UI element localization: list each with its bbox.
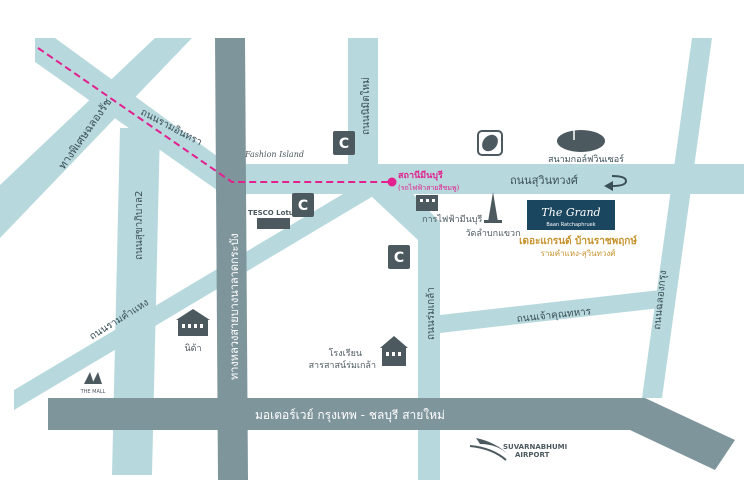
- power-office-label: การไฟฟ้ามีนบุรี: [422, 214, 482, 225]
- temple-label: วัดลำบกแขวก: [465, 228, 520, 239]
- road-bangna-vertical: [215, 38, 248, 480]
- nida-label: นิด้า: [184, 343, 201, 354]
- roads-dark: [48, 38, 735, 480]
- road-suwinthawong: [236, 164, 744, 194]
- road-ramkhamhaeng: [14, 172, 380, 410]
- station-dot: [387, 177, 397, 187]
- road-ramintra: [35, 38, 236, 195]
- u-turn-arrow-icon: [604, 175, 628, 191]
- airport-swoosh-icon: [469, 438, 510, 461]
- label-bangna: ทางหลวงสายบางนาลาดกระบัง: [228, 233, 241, 380]
- label-romklao: ถนนร่มเกล้า: [425, 287, 437, 340]
- road-motorway: [48, 398, 735, 470]
- big-c-logo-icon: C: [292, 193, 314, 217]
- label-sukhapiban2: ถนนสุขาภิบาล2: [134, 191, 145, 260]
- rail-pink-line: [37, 47, 392, 183]
- school-line2: สารสาสน์ร่มเกล้า: [309, 359, 376, 371]
- road-sukhapiban2: [112, 128, 160, 475]
- school-line1: โรงเรียน: [329, 348, 362, 359]
- big-c-logo-icon: C: [333, 131, 355, 155]
- label-nimitmai: ถนนนิมิตใหม่: [360, 77, 372, 135]
- label-motorway: มอเตอร์เวย์ กรุงเทพ - ชลบุรี สายใหม่: [255, 408, 445, 423]
- school-building-icon: [380, 336, 408, 366]
- svg-text:C: C: [339, 136, 349, 152]
- road-phetkasem: [0, 38, 192, 238]
- svg-text:C: C: [298, 198, 308, 214]
- big-c-logo-icon: C: [388, 245, 410, 269]
- station-sub: (รถไฟฟ้าสายสีชมพู): [398, 183, 460, 192]
- tesco-lotus-logo: TESCO Lotus: [248, 209, 298, 229]
- station-name: สถานีมีนบุรี: [398, 170, 443, 181]
- the-mall-logo-icon: [84, 372, 102, 384]
- grand-name: เดอะแกรนด์ บ้านราชพฤกษ์: [519, 235, 637, 247]
- airport-line2: AIRPORT: [515, 451, 550, 459]
- road-chaophakhum: [440, 290, 660, 333]
- the-mall-label: THE MALL: [80, 389, 106, 395]
- grand-title: The Grand: [541, 206, 600, 219]
- temple-icon: [484, 192, 502, 223]
- golf-icon: [557, 112, 605, 152]
- svg-text:C: C: [394, 250, 404, 266]
- label-suwinthawong: ถนนสุวินทวงศ์: [510, 174, 578, 187]
- fashion-island-logo: Fashion Island: [244, 150, 304, 159]
- golf-label: สนามกอล์ฟวินเซอร์: [548, 153, 624, 165]
- tesco-lotus-text: TESCO Lotus: [248, 209, 298, 217]
- university-building-icon: [176, 309, 210, 336]
- the-grand-logo: The Grand Baan Ratchaphruek: [527, 200, 615, 230]
- building-icon: [416, 195, 438, 211]
- leaf-icon: [477, 130, 503, 156]
- road-chalongkrung: [642, 38, 712, 398]
- grand-sub: Baan Ratchaphruek: [546, 222, 595, 228]
- airport-line1: SUVARNABHUMI: [503, 443, 567, 451]
- grand-address: รามคำแหง-สุวินทวงศ์: [541, 248, 616, 258]
